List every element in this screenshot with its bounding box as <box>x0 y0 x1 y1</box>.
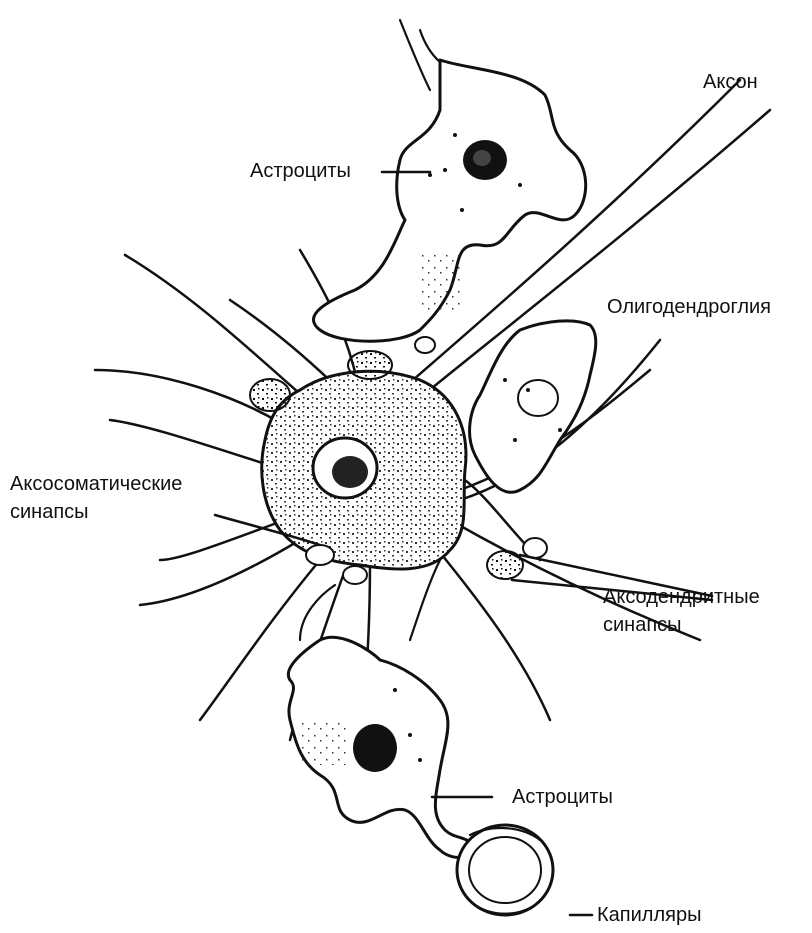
astrocyte-bottom <box>288 560 475 858</box>
label-axon: Аксон <box>703 70 758 95</box>
label-oligodendroglia: Олигодендроглия <box>607 295 771 320</box>
label-astrocytes-top: Астроциты <box>250 159 351 184</box>
label-axodendritic-line1: Аксодендритные <box>603 585 760 610</box>
astrocyte-bottom-nucleus <box>353 724 397 772</box>
oligodendroglia-cell <box>470 321 596 492</box>
label-axodendritic-line2: синапсы <box>603 613 682 638</box>
oligodendroglia-nucleus <box>518 380 558 416</box>
astrocyte-top <box>313 20 585 341</box>
label-axosomatic-line1: Аксосоматические <box>10 472 182 497</box>
label-axosomatic-line2: синапсы <box>10 500 89 525</box>
label-astrocytes-bottom: Астроциты <box>512 785 613 810</box>
label-capillaries: Капилляры <box>597 903 701 928</box>
capillary <box>457 825 553 915</box>
neuron-body <box>262 371 466 569</box>
leader-lines <box>215 172 712 915</box>
